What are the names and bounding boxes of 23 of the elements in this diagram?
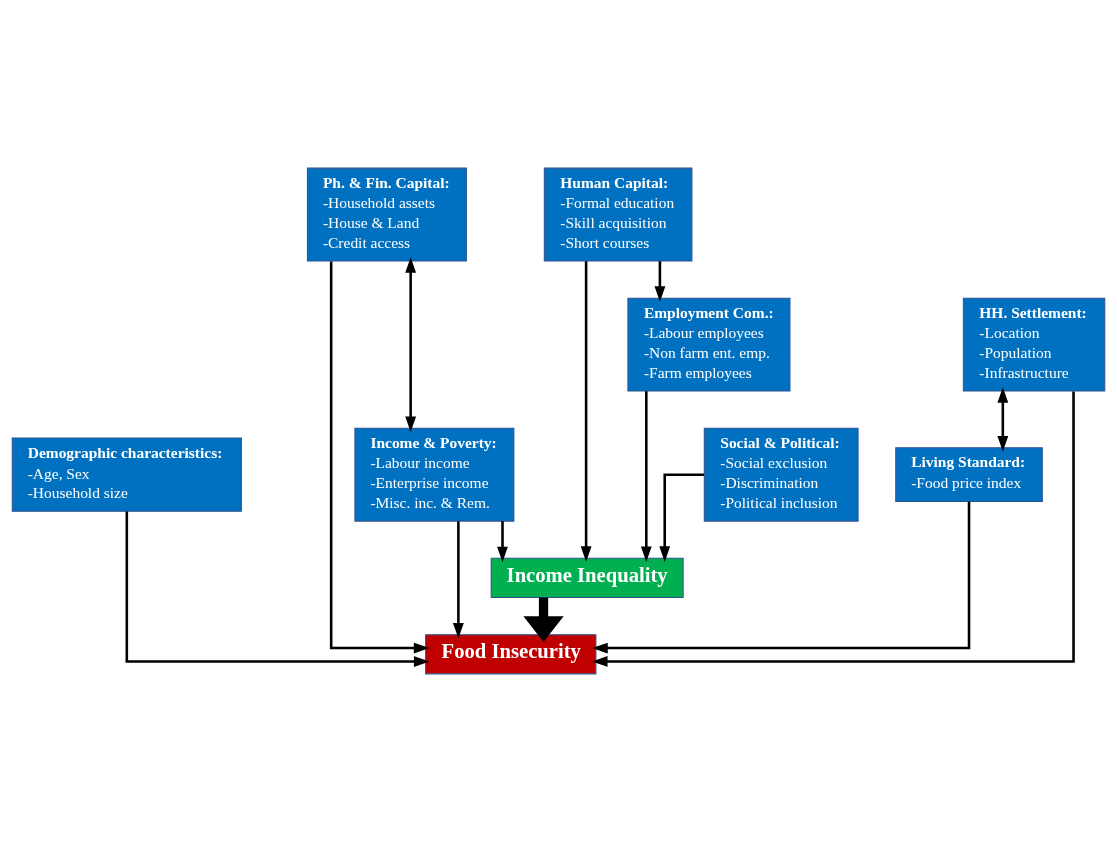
node-box: Employment Com.: -Labour employees -Non farm ent. emp. -Farm employees [627,297,791,392]
arrow [654,260,666,302]
node-box: Human Capital: -Formal education -Skill acquisition -Short courses [543,167,693,262]
node-box: Living Standard: -Food price index [895,446,1043,502]
arrow [580,260,592,562]
node-box: Ph. & Fin. Capital: -Household assets -House & Land -Credit access [306,167,467,262]
arrow [125,511,430,667]
arrow [523,597,564,642]
arrow [592,501,971,653]
node-box: Income Inequality [490,557,684,598]
arrow [329,260,430,653]
node-box: HH. Settlement: -Location -Population -Infrastructure [962,297,1106,392]
arrow [640,390,652,562]
arrow [997,386,1009,452]
node-box: Demographic characteristics: -Age, Sex -Household size [11,437,242,512]
arrow [497,520,508,562]
arrow [659,472,705,562]
node-box: Income & Poverty: -Labour income -Enterprise income -Misc. inc. & Rem. [354,427,515,522]
node-box: Social & Political: -Social exclusion -Discrimination -Political inclusion [703,427,859,522]
arrow [452,520,464,639]
arrow [405,256,417,432]
arrow [592,390,1075,667]
node-box: Food Insecurity [425,633,597,674]
